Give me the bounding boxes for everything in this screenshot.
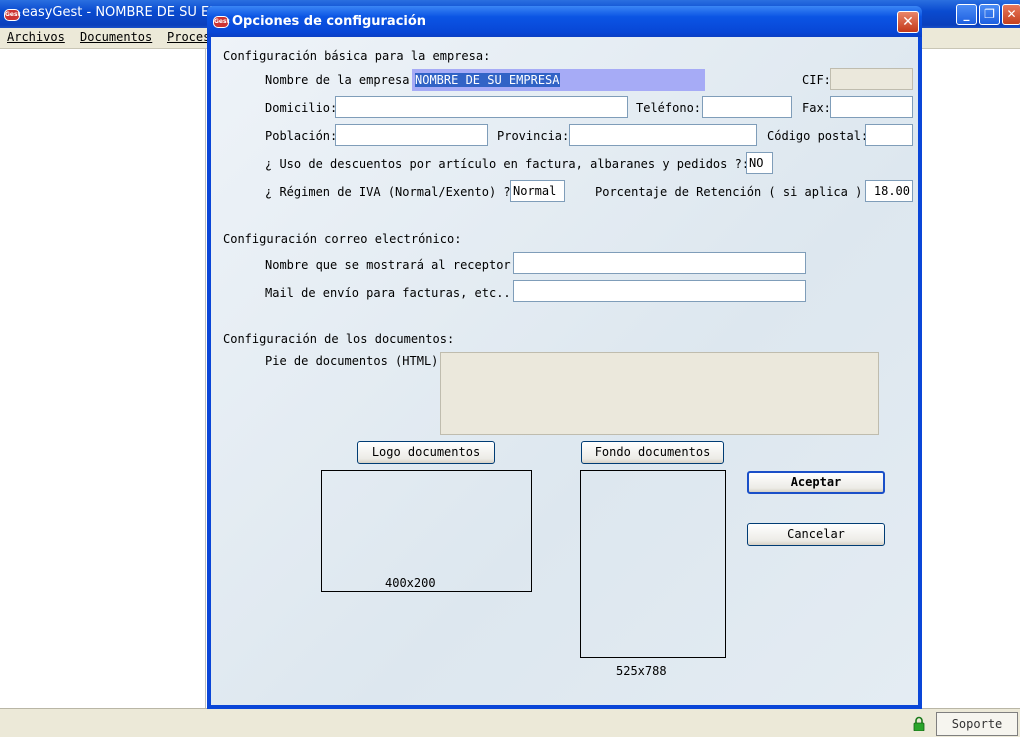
fax-label: Fax: xyxy=(802,101,831,115)
workarea-divider xyxy=(205,48,206,708)
poblacion-input[interactable] xyxy=(335,124,488,146)
email-config-section-label: Configuración correo electrónico: xyxy=(223,232,462,246)
app-logo-icon: Gest xyxy=(4,9,20,21)
cif-label: CIF: xyxy=(802,73,831,87)
pie-documentos-label: Pie de documentos (HTML): xyxy=(265,354,446,368)
mail-envio-input[interactable] xyxy=(513,280,806,302)
provincia-input[interactable] xyxy=(569,124,757,146)
dialog-title: Opciones de configuración xyxy=(232,14,427,29)
descuentos-label: ¿ Uso de descuentos por artículo en fact… xyxy=(265,157,750,171)
descuentos-input[interactable]: NO xyxy=(746,152,773,174)
fax-input[interactable] xyxy=(830,96,913,118)
aceptar-button[interactable]: Aceptar xyxy=(747,471,885,494)
documents-config-section-label: Configuración de los documentos: xyxy=(223,332,455,346)
pie-documentos-textarea[interactable] xyxy=(440,352,879,435)
dialog-close-button[interactable]: ✕ xyxy=(897,11,919,33)
logo-preview-box xyxy=(321,470,532,592)
telefono-label: Teléfono: xyxy=(636,101,702,115)
dialog-logo-icon: Gest xyxy=(213,16,229,28)
cancelar-button[interactable]: Cancelar xyxy=(747,523,885,546)
menu-documentos[interactable]: Documentos xyxy=(80,30,153,44)
regimen-iva-input[interactable]: Normal xyxy=(510,180,565,202)
fondo-size-label: 525x788 xyxy=(616,664,667,678)
main-window-title: easyGest - NOMBRE DE SU EMP xyxy=(22,5,229,20)
soporte-button[interactable]: Soporte xyxy=(936,712,1018,736)
regimen-iva-label: ¿ Régimen de IVA (Normal/Exento) ?: xyxy=(265,185,518,199)
provincia-label: Provincia: xyxy=(497,129,570,143)
domicilio-label: Domicilio: xyxy=(265,101,338,115)
fondo-preview-box xyxy=(580,470,726,658)
telefono-input[interactable] xyxy=(702,96,792,118)
codigo-postal-input[interactable] xyxy=(865,124,913,146)
codigo-postal-label: Código postal: xyxy=(767,129,869,143)
dialog-titlebar[interactable] xyxy=(207,6,922,37)
mail-envio-label: Mail de envío para facturas, etc..: xyxy=(265,286,518,300)
cif-input[interactable] xyxy=(830,68,913,90)
fondo-documentos-button[interactable]: Fondo documentos xyxy=(581,441,724,464)
minimize-button[interactable]: _ xyxy=(956,4,977,25)
lock-icon xyxy=(913,716,925,731)
nombre-empresa-value: NOMBRE DE SU EMPRESA xyxy=(415,73,560,87)
status-bar xyxy=(0,708,1020,737)
restore-button[interactable]: ❐ xyxy=(979,4,1000,25)
poblacion-label: Población: xyxy=(265,129,338,143)
basic-config-section-label: Configuración básica para la empresa: xyxy=(223,49,491,63)
nombre-empresa-input[interactable]: NOMBRE DE SU EMPRESA xyxy=(412,69,705,91)
menu-archivos[interactable]: Archivos xyxy=(7,30,65,44)
main-close-button[interactable]: ✕ xyxy=(1002,4,1020,25)
nombre-empresa-label: Nombre de la empresa: xyxy=(265,73,417,87)
receptor-label: Nombre que se mostrará al receptor: xyxy=(265,258,518,272)
domicilio-input[interactable] xyxy=(335,96,628,118)
retencion-label: Porcentaje de Retención ( si aplica ): xyxy=(595,185,870,199)
logo-size-label: 400x200 xyxy=(385,576,436,590)
receptor-input[interactable] xyxy=(513,252,806,274)
menu-procesos[interactable]: Proces xyxy=(167,30,211,44)
retencion-input[interactable]: 18.00 xyxy=(865,180,913,202)
logo-documentos-button[interactable]: Logo documentos xyxy=(357,441,495,464)
